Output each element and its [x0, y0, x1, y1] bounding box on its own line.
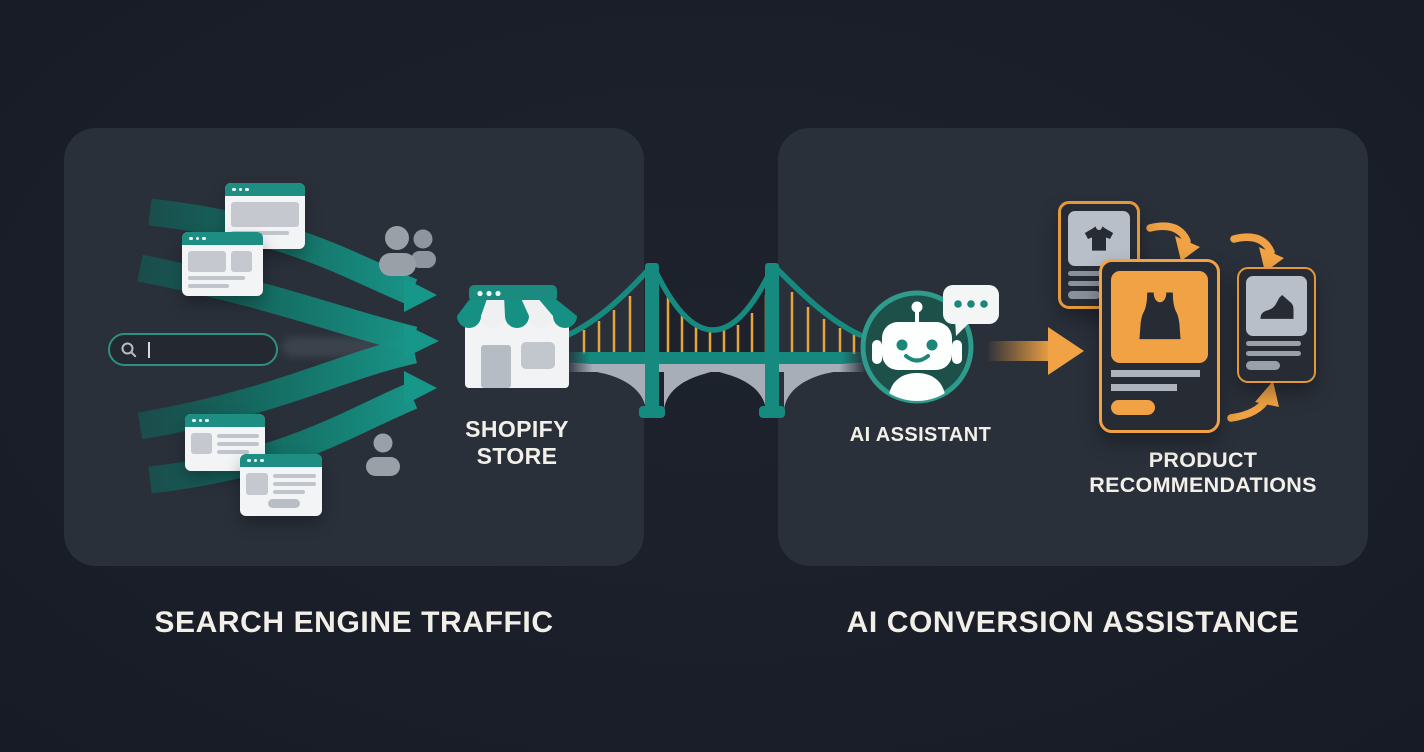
- product-card-highlighted: [1099, 259, 1220, 433]
- browser-titlebar: [225, 183, 305, 196]
- caption-search-engine-traffic: SEARCH ENGINE TRAFFIC: [154, 606, 554, 639]
- magnifier-icon: [121, 342, 137, 357]
- robot-icon: [860, 290, 974, 404]
- product-recommendations-label: PRODUCT RECOMMENDATIONS: [1089, 448, 1317, 498]
- browser-titlebar: [182, 232, 263, 245]
- product-card: [1237, 267, 1316, 383]
- store-label: SHOPIFY STORE: [465, 416, 569, 470]
- caption-ai-conversion-assistance: AI CONVERSION ASSISTANCE: [846, 606, 1300, 639]
- browser-window: [182, 232, 263, 296]
- shoe-icon: [1260, 295, 1293, 319]
- browser-window: [240, 454, 322, 516]
- browser-titlebar: [185, 414, 265, 427]
- users-icon: [379, 226, 436, 276]
- product-image: [1111, 271, 1208, 363]
- search-bar: [108, 333, 278, 366]
- storefront-icon: [457, 285, 577, 388]
- product-image: [1246, 276, 1307, 336]
- product-image: [1068, 211, 1130, 267]
- ai-assistant-label: AI ASSISTANT: [849, 424, 992, 446]
- tanktop-icon: [1138, 292, 1181, 340]
- text-cursor: [148, 341, 150, 358]
- browser-titlebar: [240, 454, 322, 467]
- chat-typing-bubble-icon: [943, 285, 999, 336]
- tshirt-icon: [1084, 225, 1114, 251]
- user-icon: [366, 433, 400, 476]
